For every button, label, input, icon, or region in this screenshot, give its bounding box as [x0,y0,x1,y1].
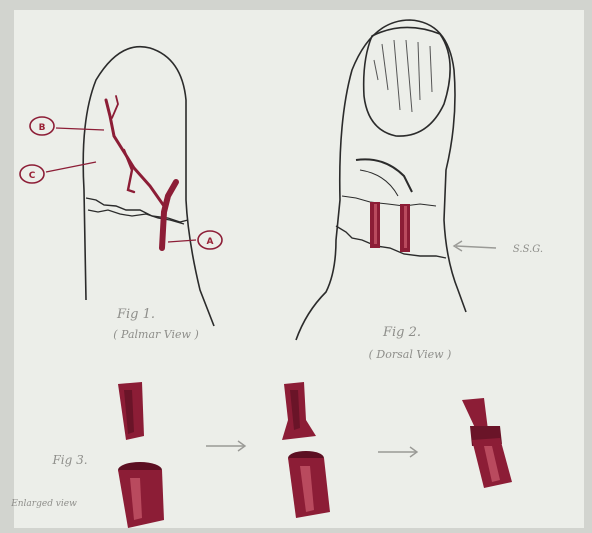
fig2-title: Fig 2. [382,325,421,340]
fig2-vessel-left-highlight [374,204,377,244]
fig2-subtitle: ( Dorsal View ) [369,348,452,361]
label-a: A [207,237,214,247]
label-b: B [39,123,46,133]
fig3-note: Enlarged view [10,499,77,509]
fig1-title: Fig 1. [116,307,155,322]
fig1-subtitle: ( Palmar View ) [113,328,199,341]
side-note: S.S.G. [513,244,543,255]
label-c: C [29,171,36,181]
fig3-title: Fig 3. [51,453,87,467]
fig2-vessel-right-highlight [404,206,407,248]
